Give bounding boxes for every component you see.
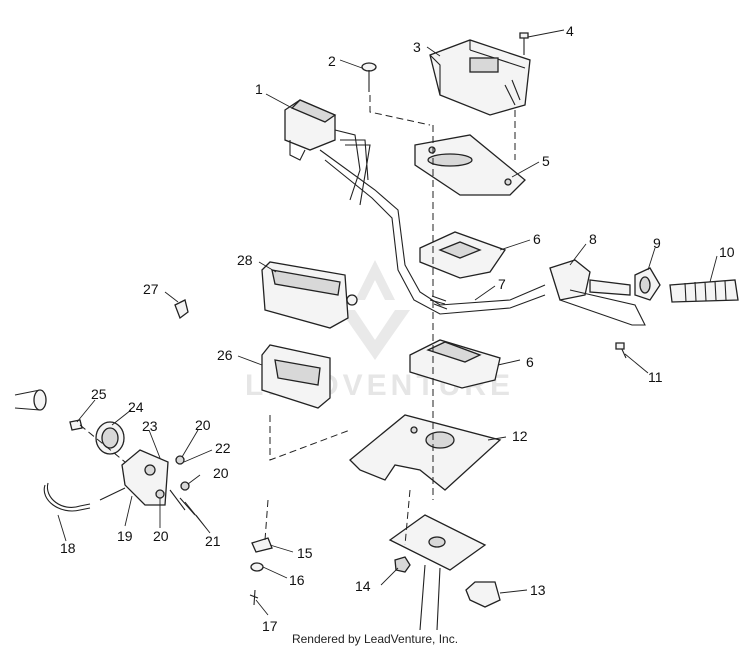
callout-5: 5 [542, 153, 550, 169]
callout-20-middle: 20 [213, 465, 229, 481]
callout-21: 21 [205, 533, 221, 549]
part-speedometer [261, 261, 358, 329]
watermark-logo [340, 260, 410, 360]
part-bolt-2 [361, 62, 377, 92]
footer-credit: Rendered by LeadVenture, Inc. [291, 632, 459, 646]
callout-9: 9 [653, 235, 661, 251]
callout-17: 17 [262, 618, 278, 634]
callout-6-lower: 6 [526, 354, 534, 370]
part-ring [95, 421, 125, 455]
part-clamp-plate [414, 134, 526, 196]
callout-22: 22 [215, 440, 231, 456]
callout-20: 20 [195, 417, 211, 433]
callout-24: 24 [128, 399, 144, 415]
callout-7: 7 [498, 276, 506, 292]
part-cover [429, 39, 531, 116]
part-wire [43, 482, 126, 512]
callout-15: 15 [297, 545, 313, 561]
callout-3: 3 [413, 39, 421, 55]
callout-28: 28 [237, 252, 253, 268]
part-tube [14, 389, 47, 411]
callout-23: 23 [142, 418, 158, 434]
callout-14: 14 [355, 578, 371, 594]
part-bulb [174, 299, 189, 320]
callout-10: 10 [719, 244, 735, 260]
part-handlebar [319, 149, 546, 315]
callout-labels: 1 2 3 4 5 6 7 8 9 10 11 12 13 14 15 16 1… [60, 23, 735, 634]
part-gasket [261, 344, 331, 409]
callout-12: 12 [512, 428, 528, 444]
part-screw-25 [69, 419, 83, 431]
part-upper-clamp [419, 231, 507, 279]
callout-2: 2 [328, 53, 336, 69]
part-brake-lever [549, 259, 646, 326]
callout-26: 26 [217, 347, 233, 363]
part-clamp-13 [465, 581, 501, 608]
callout-13: 13 [530, 582, 546, 598]
part-small-hardware [249, 537, 273, 606]
assembly-lines [79, 95, 516, 546]
callout-20-lower: 20 [153, 528, 169, 544]
part-nut-14 [394, 556, 411, 573]
part-throttle [634, 267, 661, 301]
callout-25: 25 [91, 386, 107, 402]
callout-27: 27 [143, 281, 159, 297]
part-steering-column [388, 514, 487, 631]
callout-1: 1 [255, 81, 263, 97]
callout-6: 6 [533, 231, 541, 247]
part-grip [669, 279, 739, 303]
callout-11: 11 [648, 369, 663, 385]
part-master-cylinder [284, 99, 371, 206]
callout-8: 8 [589, 231, 597, 247]
part-mount-bracket [349, 414, 502, 491]
callout-4: 4 [566, 23, 574, 39]
part-screw-4 [519, 32, 529, 55]
leader-lines [57, 29, 718, 616]
callout-19: 19 [117, 528, 133, 544]
part-screw-11 [615, 342, 627, 359]
callout-18: 18 [60, 540, 76, 556]
callout-16: 16 [289, 572, 305, 588]
